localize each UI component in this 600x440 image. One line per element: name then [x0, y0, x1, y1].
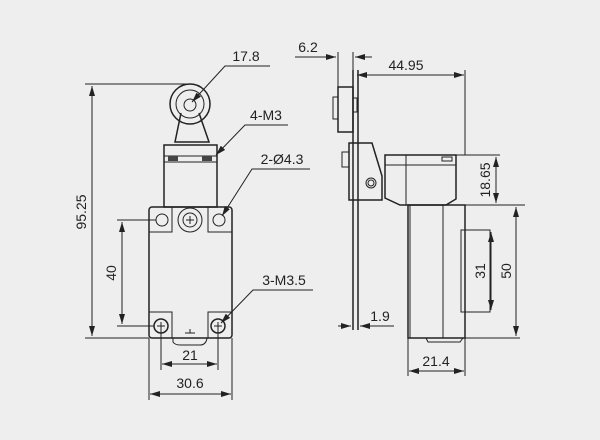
roller-side	[337, 86, 354, 133]
switch-head	[163, 144, 218, 208]
front-view: 95.25 40 21 30.6 17.8 4-M3 2-Ø4.3 3-M3.5	[73, 48, 313, 400]
dim-body-depth: 21.4	[422, 353, 449, 369]
screw-icon	[182, 212, 198, 228]
dim-overall-height: 95.25	[73, 194, 89, 229]
switch-body	[148, 206, 233, 339]
dim-roller-width: 6.2	[298, 39, 318, 55]
side-view: 6.2 44.95 18.65 50 31 1.9 21.4	[295, 39, 525, 376]
label-roller-diameter: 17.8	[232, 48, 259, 64]
mount-hole-left	[155, 213, 169, 227]
lever-arm	[174, 112, 211, 143]
dim-head-height: 18.65	[477, 162, 493, 197]
body-side	[407, 204, 466, 339]
label-bottom-screws: 3-M3.5	[262, 272, 306, 288]
dim-overall-depth: 44.95	[388, 57, 423, 73]
dim-bracket-height: 31	[472, 263, 488, 279]
dim-body-height: 50	[498, 263, 514, 279]
dim-body-width: 30.6	[176, 375, 203, 391]
label-head-screws: 4-M3	[250, 107, 282, 123]
label-mount-holes: 2-Ø4.3	[261, 151, 304, 167]
dim-mount-vertical: 40	[103, 265, 119, 281]
actuator-side	[348, 142, 383, 201]
dim-mount-horizontal: 21	[182, 347, 198, 363]
head-side	[384, 154, 457, 206]
mount-hole-right	[212, 213, 226, 227]
dim-lever-thickness: 1.9	[370, 308, 390, 324]
